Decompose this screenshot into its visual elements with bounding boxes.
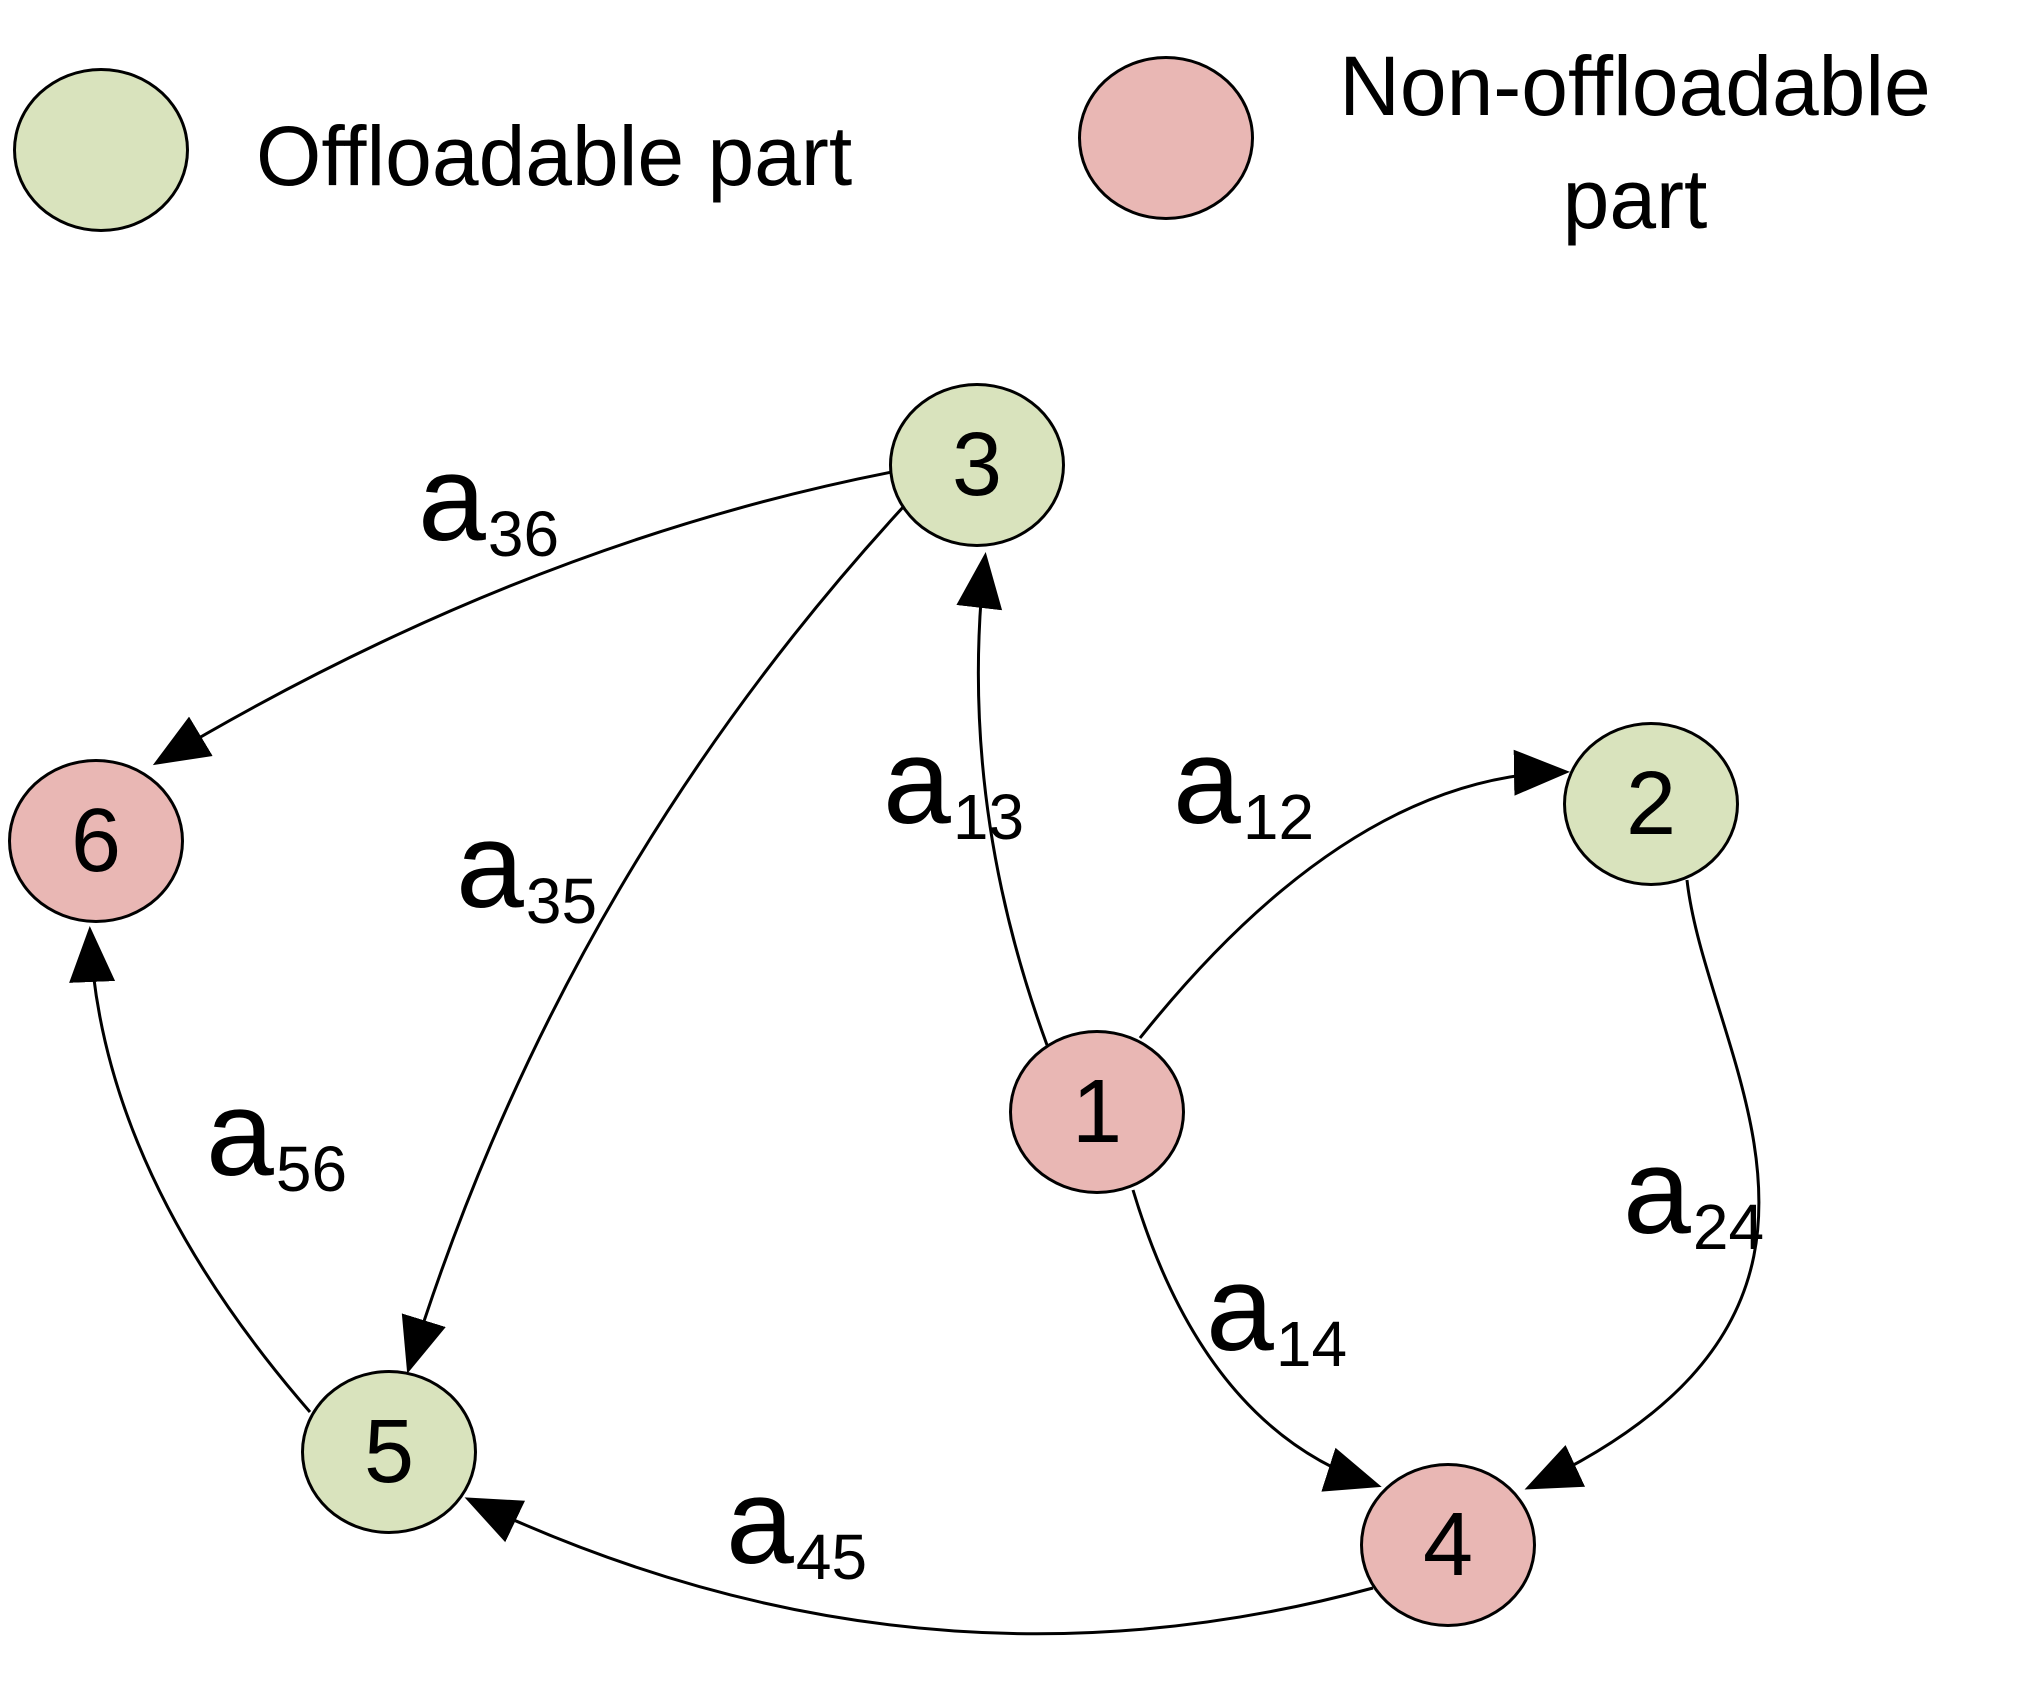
edge-label-a12: a12 [1173,720,1314,849]
node-6: 6 [8,759,184,923]
edge-label-a45-base: a [726,1453,794,1589]
edge-label-a35: a35 [456,804,597,933]
edge-a13-path [956,552,1049,1046]
edge-label-a13-sub: 13 [952,781,1025,853]
edge-label-a24-base: a [1623,1123,1691,1259]
node-1-label: 1 [1071,1062,1123,1162]
legend-non-offloadable-circle [1078,56,1254,220]
edge-a45-path [464,1497,1374,1636]
edge-label-a56-base: a [206,1065,274,1201]
edge-label-a45-sub: 45 [795,1521,868,1593]
node-3-label: 3 [951,415,1003,515]
edge-a14-path [1131,1189,1382,1492]
edge-label-a12-base: a [1173,713,1241,849]
legend-offloadable-label: Offloadable part [256,109,853,203]
edge-label-a14-sub: 14 [1275,1308,1348,1380]
edge-label-a13: a13 [883,720,1024,849]
edge-label-a14: a14 [1206,1247,1347,1376]
edge-label-a56-sub: 56 [275,1133,348,1205]
node-6-label: 6 [70,791,122,891]
edge-label-a56: a56 [206,1072,347,1201]
edge-a24-path [1524,879,1761,1490]
node-1: 1 [1009,1030,1185,1194]
edge-label-a24: a24 [1623,1130,1764,1259]
edge-label-a35-base: a [456,797,524,933]
node-2: 2 [1563,722,1739,886]
legend-offloadable-circle [13,68,189,232]
edge-label-a35-sub: 35 [525,865,598,937]
edge-label-a36-base: a [418,430,486,566]
edge-a35-path [401,503,907,1374]
edge-label-a13-base: a [883,713,951,849]
node-4: 4 [1360,1463,1536,1627]
edge-label-a45: a45 [726,1460,867,1589]
node-2-label: 2 [1625,754,1677,854]
node-5: 5 [301,1370,477,1534]
node-4-label: 4 [1422,1495,1474,1595]
edge-a12-path [1138,749,1570,1039]
edge-label-a14-base: a [1206,1240,1274,1376]
edge-label-a36: a36 [418,437,559,566]
edge-label-a24-sub: 24 [1692,1191,1765,1263]
node-3: 3 [889,383,1065,547]
legend-non-offloadable-label: Non-offloadable part [1339,39,1931,247]
edge-label-a36-sub: 36 [487,498,560,570]
edge-a36-path [152,470,893,766]
edge-a56-path [69,926,312,1413]
node-5-label: 5 [363,1402,415,1502]
edge-label-a12-sub: 12 [1242,781,1315,853]
